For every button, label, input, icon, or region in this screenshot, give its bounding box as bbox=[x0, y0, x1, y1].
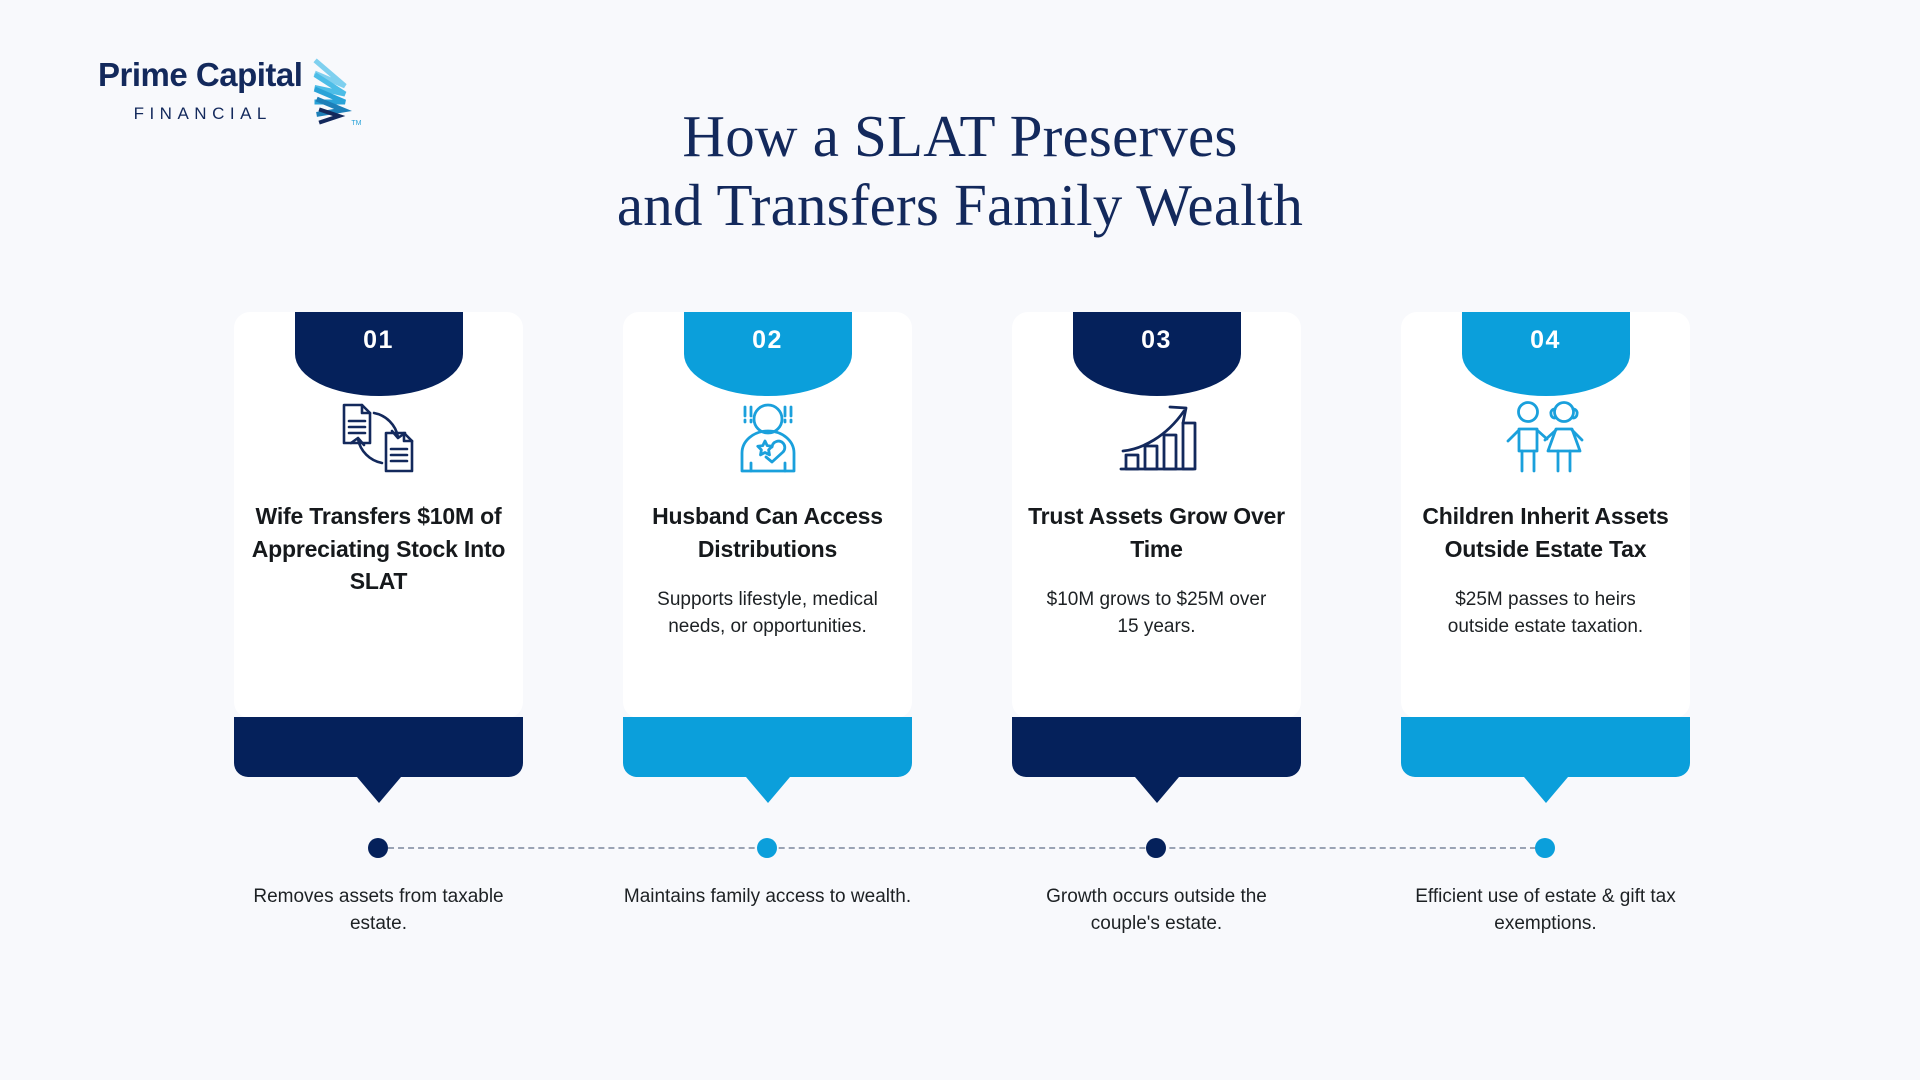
step-title-03: Trust Assets Grow Over Time bbox=[1028, 503, 1285, 562]
step-badge-01: 01 bbox=[294, 312, 463, 396]
step-pointer-02 bbox=[745, 777, 790, 803]
page-title: How a SLAT Preserves and Transfers Famil… bbox=[0, 102, 1920, 241]
logo-wordmark: Prime Capital FINANCIAL bbox=[98, 56, 303, 123]
step-caption-01: Removes assets from taxable estate. bbox=[253, 886, 504, 934]
step-number-02: 02 bbox=[752, 326, 783, 354]
card-body-01: 01 bbox=[234, 312, 523, 718]
step-number-03: 03 bbox=[1141, 326, 1172, 354]
step-pointer-03 bbox=[1134, 777, 1179, 803]
step-title-02: Husband Can Access Distributions bbox=[652, 503, 883, 562]
timeline-dot-01 bbox=[368, 838, 388, 858]
steps-container: 01 bbox=[234, 312, 1690, 803]
step-badge-03: 03 bbox=[1072, 312, 1241, 396]
step-footer-bar-01 bbox=[234, 717, 523, 803]
timeline-dot-04 bbox=[1535, 838, 1555, 858]
card-body-04: 04 bbox=[1401, 312, 1690, 718]
logo-secondary-text: FINANCIAL bbox=[133, 104, 272, 123]
person-heart-star-icon bbox=[623, 392, 912, 484]
step-caption-02: Maintains family access to wealth. bbox=[623, 886, 912, 907]
page-title-line-2: and Transfers Family Wealth bbox=[616, 172, 1304, 239]
step-title-01: Wife Transfers $10M of Appreciating Stoc… bbox=[251, 503, 506, 595]
step-pointer-04 bbox=[1523, 777, 1568, 803]
step-caption-04: Efficient use of estate & gift tax exemp… bbox=[1415, 886, 1676, 934]
growth-chart-arrow-icon bbox=[1012, 392, 1301, 484]
step-description-03: $10M grows to $25M over 15 years. bbox=[1046, 589, 1267, 637]
card-body-02: 02 Husband Can A bbox=[623, 312, 912, 718]
step-number-01: 01 bbox=[363, 326, 394, 354]
timeline-connector bbox=[0, 838, 1920, 858]
timeline-dot-03 bbox=[1146, 838, 1166, 858]
step-footer-bar-04 bbox=[1401, 717, 1690, 803]
logo-primary-text: Prime Capital bbox=[98, 56, 303, 93]
step-footer-bar-03 bbox=[1012, 717, 1301, 803]
step-number-04: 04 bbox=[1530, 326, 1561, 354]
page-title-line-1: How a SLAT Preserves bbox=[682, 102, 1238, 169]
page-header: Prime Capital FINANCIAL TM How a SLAT Pr… bbox=[0, 0, 1920, 250]
two-children-icon bbox=[1401, 392, 1690, 484]
step-card-01: 01 bbox=[234, 312, 523, 803]
brand-logo: Prime Capital FINANCIAL TM bbox=[98, 56, 361, 133]
step-pointer-01 bbox=[356, 777, 401, 803]
documents-transfer-icon bbox=[234, 392, 523, 484]
step-badge-02: 02 bbox=[683, 312, 852, 396]
captions-row: Removes assets from taxable estate. Main… bbox=[234, 884, 1690, 938]
timeline-dashed-line bbox=[378, 847, 1546, 849]
step-footer-bar-02 bbox=[623, 717, 912, 803]
logo-chevron-mark-icon: TM bbox=[311, 52, 362, 133]
step-description-04: $25M passes to heirs outside estate taxa… bbox=[1447, 589, 1644, 637]
step-caption-03: Growth occurs outside the couple's estat… bbox=[1046, 886, 1267, 934]
timeline-dot-02 bbox=[757, 838, 777, 858]
trademark-symbol: TM bbox=[351, 120, 362, 127]
step-badge-04: 04 bbox=[1461, 312, 1630, 396]
step-card-03: 03 Trust Assets Grow Over Time $10M bbox=[1012, 312, 1301, 803]
step-title-04: Children Inherit Assets Outside Estate T… bbox=[1422, 503, 1669, 562]
card-body-03: 03 Trust Assets Grow Over Time $10M bbox=[1012, 312, 1301, 718]
step-card-02: 02 Husband Can A bbox=[623, 312, 912, 803]
step-card-04: 04 bbox=[1401, 312, 1690, 803]
step-description-02: Supports lifestyle, medical needs, or op… bbox=[657, 589, 878, 637]
